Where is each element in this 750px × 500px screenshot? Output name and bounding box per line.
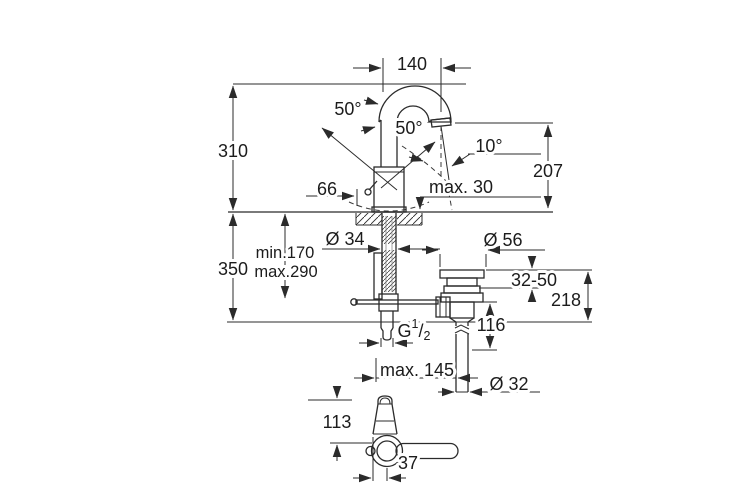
label-depth-350: 350: [218, 259, 248, 279]
deck-hatch-right: [397, 213, 422, 225]
pop-up-rod: [355, 299, 439, 305]
pop-up-waste: [435, 269, 485, 393]
limiter-clip: [365, 445, 376, 457]
rod-clamp: [378, 293, 399, 312]
fixing-bracket: [373, 252, 383, 300]
supply-shank: [350, 213, 439, 347]
label-pipe-dia-32: Ø 32: [489, 374, 528, 394]
top-view-faucet: [365, 395, 459, 468]
swivel-line-right: [380, 141, 436, 189]
label-height-310: 310: [218, 141, 248, 161]
waste-flange: [439, 269, 485, 279]
stream-line: [440, 125, 450, 181]
lever-top-view: [395, 442, 459, 460]
label-hole-dia-34: Ø 34: [325, 229, 364, 249]
label-outlet-height-207: 207: [533, 161, 563, 181]
lever-handle-front: [368, 180, 378, 191]
mounting-deck: [228, 211, 553, 226]
label-37: 37: [398, 453, 418, 473]
rod-connector-nut: [435, 296, 451, 318]
aerator-tip: [377, 395, 393, 404]
label-flange-dia-56: Ø 56: [483, 230, 522, 250]
rod-knob: [350, 298, 358, 306]
base-flange: [371, 206, 407, 213]
spout-outer-arc: [378, 85, 452, 123]
dimension-labels: 140 50° 50° 10° 310 66 max. 30 207 Ø 34 …: [215, 51, 584, 476]
handle-body-circle: [370, 434, 404, 468]
deck-hatch-left: [356, 213, 382, 225]
label-66: 66: [317, 179, 337, 199]
label-218: 218: [551, 290, 581, 310]
label-thread-g-half: G1/2: [398, 317, 431, 343]
label-angle-50-left: 50°: [334, 99, 361, 119]
label-angle-10: 10°: [475, 136, 502, 156]
label-max-290: max.290: [254, 263, 317, 281]
label-max-145: max. 145: [380, 360, 454, 380]
label-angle-50-right: 50°: [395, 118, 422, 138]
spout-inner-arc: [396, 105, 430, 123]
label-113: 113: [323, 412, 352, 432]
label-max-30: max. 30: [429, 177, 493, 197]
label-116: 116: [477, 315, 506, 335]
swivel-line-left: [321, 127, 398, 191]
label-range-32-50: 32-50: [511, 270, 557, 290]
label-min-170: min.170: [256, 244, 315, 262]
label-spout-reach: 140: [397, 54, 427, 74]
dimension-lines: [227, 58, 593, 483]
